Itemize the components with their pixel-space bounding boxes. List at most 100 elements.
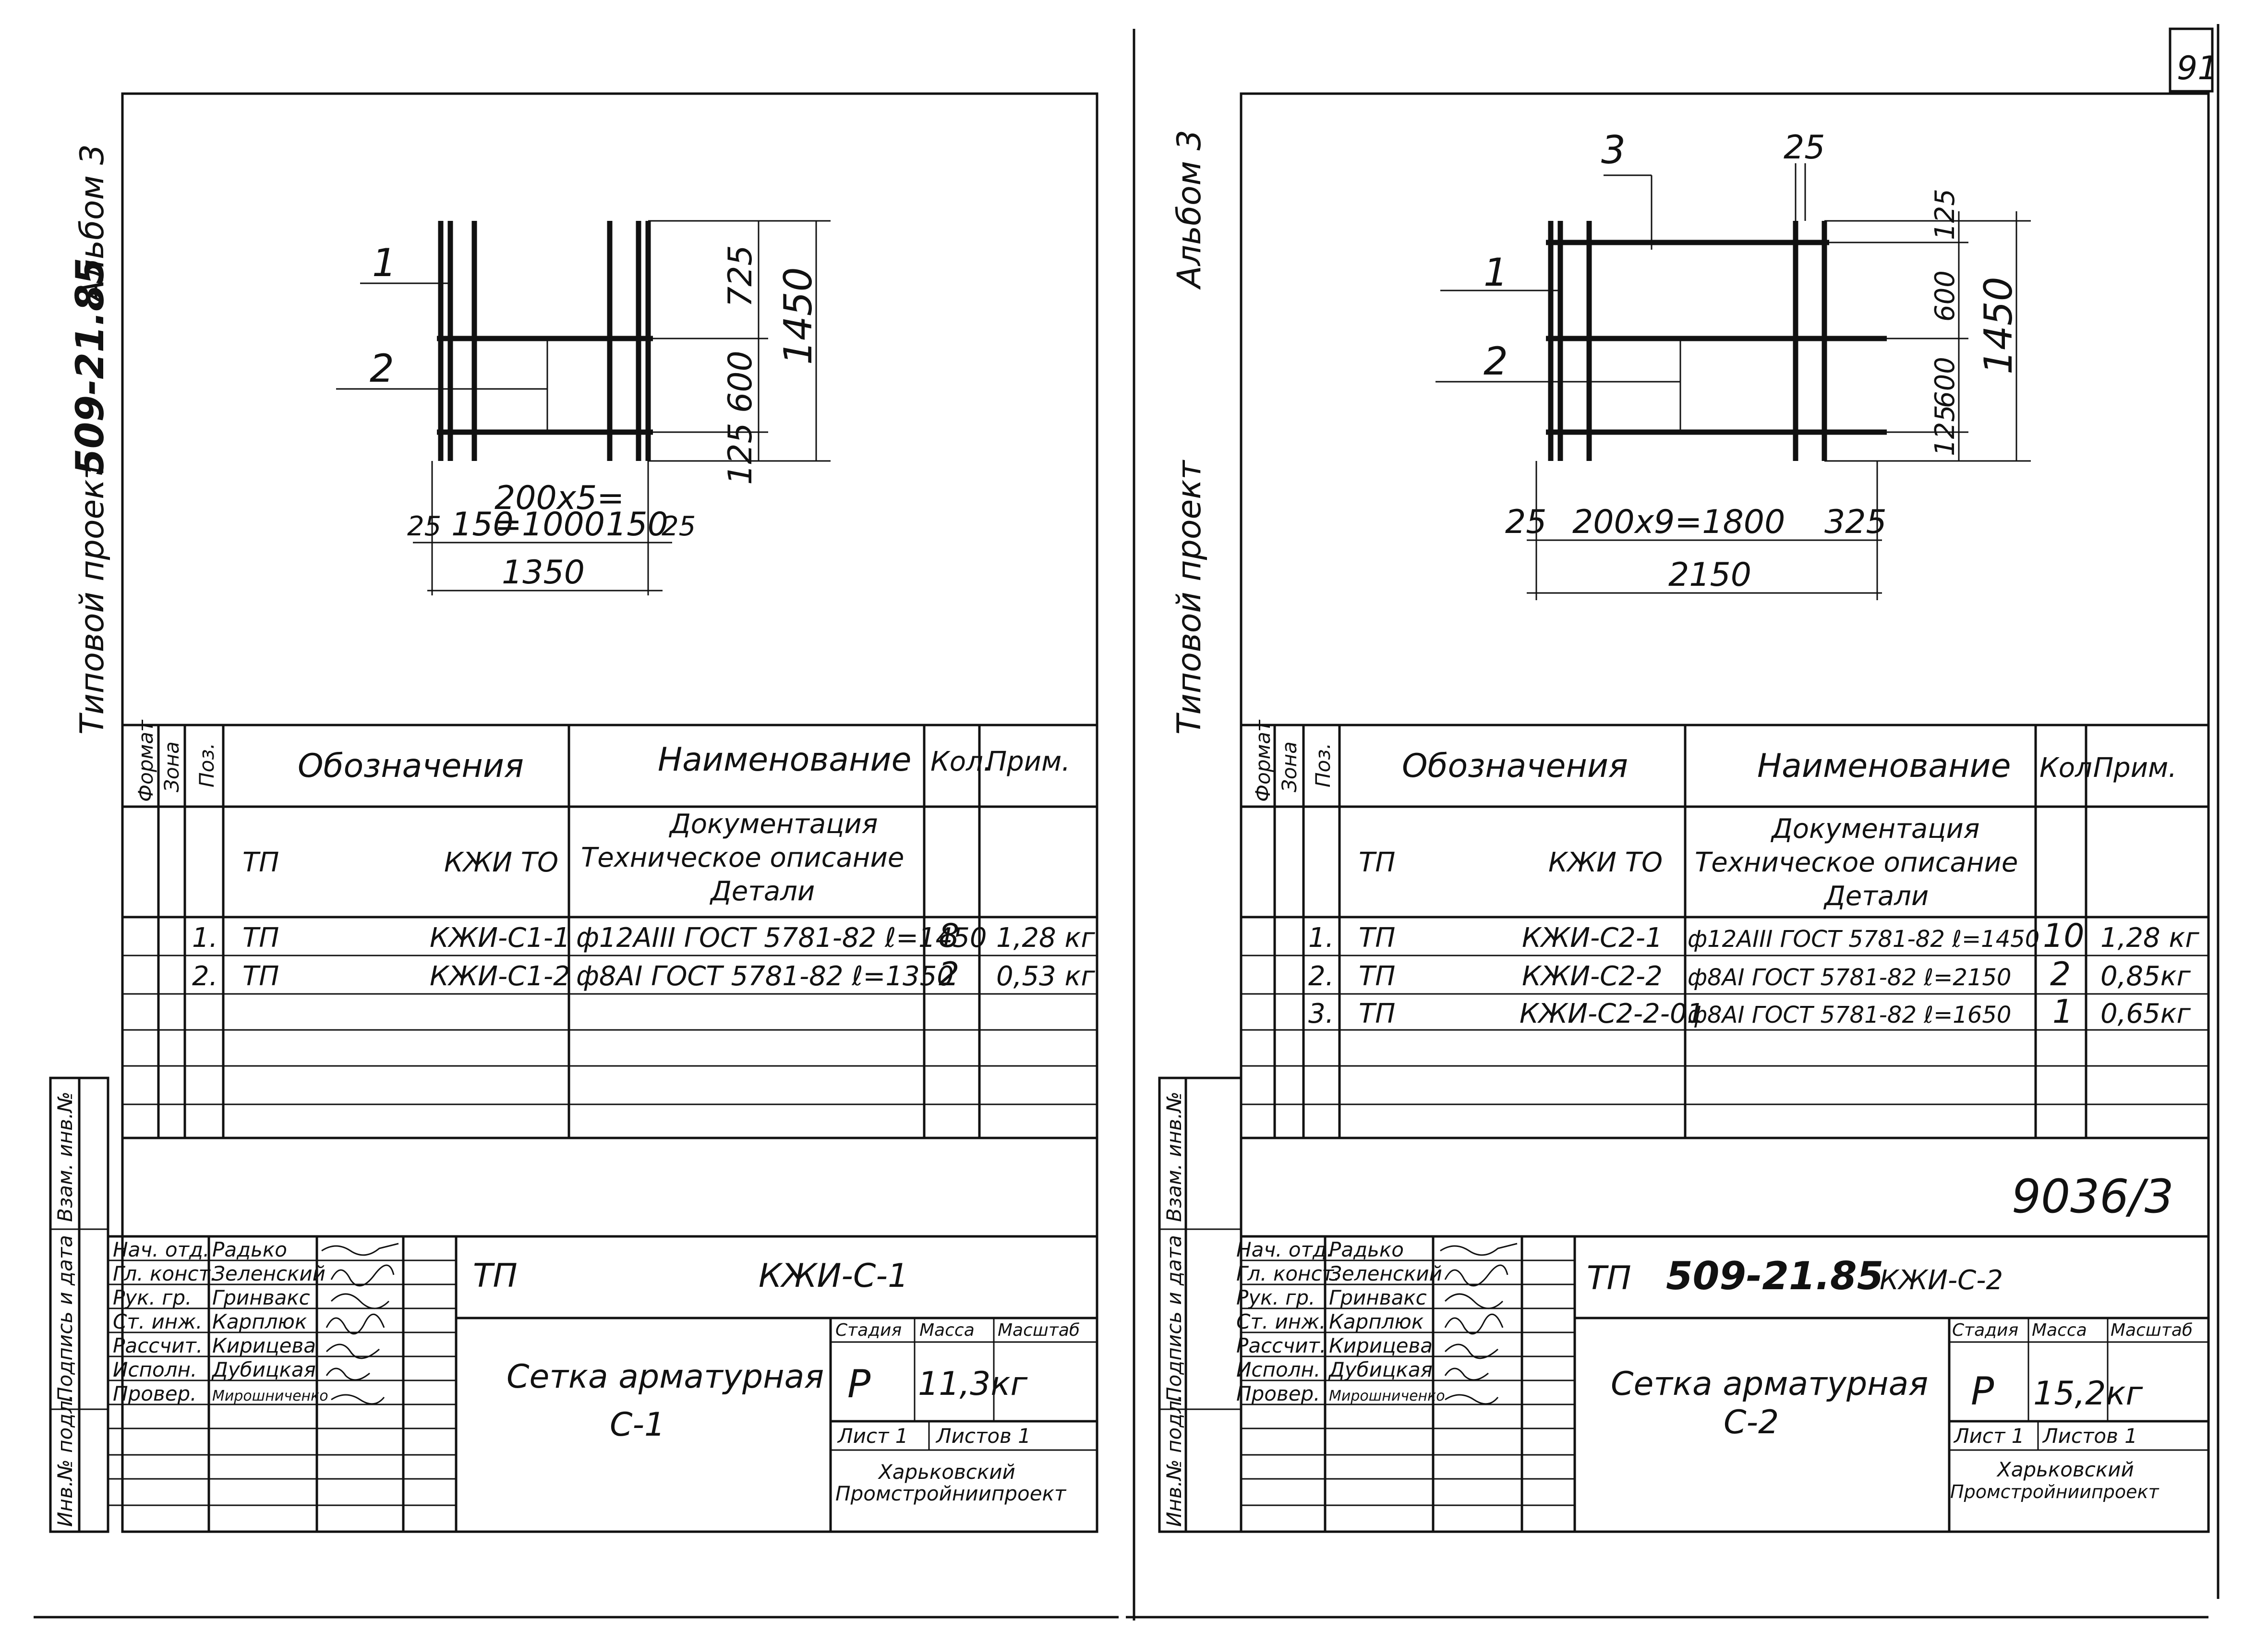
c2-doc-code: КЖИ ТО: [1548, 847, 1663, 878]
c1-name-4: Кирицева: [212, 1334, 316, 1357]
c2-role-4: Рассчит.: [1236, 1334, 1326, 1357]
c2-doc-name-2: Техническое описание: [1695, 847, 2018, 878]
c2-th-zone: Зона: [1278, 741, 1301, 792]
c1-th-name: Наименование: [658, 741, 911, 779]
c1-r1-code: КЖИ-С1-1: [430, 922, 570, 954]
c1-spec-table: Формат Зона Поз. Обозначения Наименовани…: [122, 719, 1097, 1139]
table-row: 3. ТП КЖИ-С2-2-01 ф8АI ГОСТ 5781-82 ℓ=16…: [1308, 993, 2191, 1031]
c2-name-0: Радько: [1329, 1238, 1404, 1261]
c2-scale-header: Масштаб: [2111, 1320, 2193, 1340]
page-number-box: [2169, 27, 2214, 93]
c2-r2-name: ф8АI ГОСТ 5781-82 ℓ=2150: [1688, 964, 2011, 991]
c2-title-block: Нач. отд. Гл. конст. Рук. гр. Ст. инж. Р…: [1236, 1235, 2208, 1532]
c1-r1-note: 1,28 кг: [996, 922, 1095, 954]
c2-stage-header: Стадия: [1952, 1320, 2018, 1340]
c2-dim-125-bot: 125: [1930, 405, 1961, 456]
c2-r2-qty: 2: [2050, 956, 2071, 993]
c2-stamp-code: 509-21.85: [1666, 1254, 1883, 1298]
c1-org-line1: Харьковский: [878, 1460, 1015, 1484]
c1-doc-name-1: Документация: [668, 809, 878, 840]
c1-org-line2: Промстройниипроект: [835, 1482, 1067, 1505]
c1-scale-header: Масштаб: [998, 1320, 1080, 1340]
c2-r1-name: ф12АIII ГОСТ 5781-82 ℓ=1450: [1688, 926, 2039, 953]
c2-dim-325: 325: [1824, 503, 1887, 541]
c2-sheets-total: Листов 1: [2042, 1424, 2137, 1448]
c2-th-name: Наименование: [1757, 747, 2011, 785]
c2-name-1: Зеленский: [1329, 1262, 1442, 1285]
c2-dim-25: 25: [1505, 503, 1547, 541]
c1-r2-tp: ТП: [242, 961, 279, 992]
c2-org-line1: Харьковский: [1996, 1458, 2134, 1481]
c1-stage-value: Р: [847, 1362, 871, 1406]
table-row: 2. ТП КЖИ-С2-2 ф8АI ГОСТ 5781-82 ℓ=2150 …: [1308, 956, 2191, 993]
c1-side-stamp: Инв.№ подл. Подпись и дата Взам. инв.№: [49, 1077, 109, 1533]
c2-role-5: Исполн.: [1236, 1358, 1320, 1381]
c1-dim-200x5: 200х5=: [495, 479, 624, 517]
c2-r3-code: КЖИ-С2-2-01: [1520, 998, 1704, 1029]
c1-side-inv: Инв.№ подл.: [53, 1394, 77, 1527]
table-row: 2. ТП КЖИ-С1-2 ф8АI ГОСТ 5781-82 ℓ=1350 …: [192, 956, 1095, 993]
c2-mass-header: Масса: [2032, 1320, 2087, 1340]
page-number: 91: [2177, 49, 2219, 87]
c1-pos-1-label: 1: [372, 241, 397, 285]
c2-spec-table: Формат Зона Поз. Обозначения Наименовани…: [1241, 719, 2208, 1139]
c2-doc-name-3: Детали: [1823, 881, 1929, 912]
c1-doc-name-2: Техническое описание: [581, 842, 904, 873]
c1-role-2: Рук. гр.: [113, 1286, 192, 1309]
c1-side-sign: Подпись и дата: [53, 1235, 77, 1402]
c1-th-qty: Кол.: [930, 746, 992, 777]
c2-stage-value: Р: [1971, 1369, 1994, 1414]
c2-dim-125-top: 125: [1930, 189, 1961, 240]
c2-r2-pos: 2.: [1308, 961, 1334, 992]
c1-r2-name: ф8АI ГОСТ 5781-82 ℓ=1350: [576, 961, 954, 992]
c1-name-5: Дубицкая: [211, 1358, 316, 1381]
c2-th-note: Прим.: [2093, 752, 2177, 784]
left-side-album-label: Альбом 3: [73, 144, 111, 304]
c2-stamp-tp: ТП: [1587, 1259, 1631, 1297]
left-frame: [121, 92, 1098, 1533]
c1-th-designation: Обозначения: [298, 747, 524, 785]
c2-r3-qty: 1: [2052, 993, 2073, 1031]
c1-dim-25-left: 25: [407, 511, 441, 542]
c1-stage-header: Стадия: [835, 1320, 902, 1340]
c2-dim-600-bot: 600: [1930, 357, 1961, 408]
c2-side-vzam: Взам. инв.№: [1162, 1091, 1186, 1222]
c1-r1-tp: ТП: [242, 922, 279, 954]
c1-name-6: Мирошниченко: [212, 1388, 328, 1404]
c2-r1-qty: 10: [2043, 917, 2085, 955]
c1-r2-code: КЖИ-С1-2: [430, 961, 570, 992]
c1-title-block: Нач. отд. Гл. конст. Рук. гр. Ст. инж. Р…: [108, 1235, 1097, 1532]
c1-r2-note: 0,53 кг: [996, 961, 1095, 992]
c1-pos-2-label: 2: [370, 346, 394, 391]
c1-dim-600: 600: [722, 351, 760, 413]
c1-dim-150-left: 150: [451, 506, 514, 544]
right-side-project-label: Типовой проект: [1170, 460, 1208, 735]
c1-th-pos: Поз.: [195, 743, 218, 787]
right-frame: [1240, 92, 2210, 1533]
c2-th-qty: Кол.: [2039, 752, 2101, 784]
c2-dim-25: 25: [1784, 129, 1825, 167]
c1-r1-pos: 1.: [192, 922, 217, 954]
c1-side-vzam: Взам. инв.№: [53, 1091, 77, 1222]
c1-name-3: Карплюк: [212, 1310, 307, 1333]
c2-side-stamp: Инв.№ подл. Подпись и дата Взам. инв.№: [1158, 1077, 1243, 1533]
c2-stamp-subtitle: С-2: [1724, 1403, 1779, 1441]
c2-r3-note: 0,65кг: [2100, 998, 2191, 1029]
c1-signatures: [321, 1243, 399, 1405]
c1-mass-header: Масса: [919, 1320, 975, 1340]
mesh-c1-drawing: 1 2 725 600 125 1450 200х5= 25 150 =1000…: [336, 220, 831, 595]
c1-th-format: Формат: [134, 719, 157, 802]
c2-name-4: Кирицева: [1329, 1334, 1433, 1357]
c2-doc-tp: ТП: [1359, 847, 1395, 878]
c2-mass-value: 15,2кг: [2033, 1375, 2143, 1413]
left-sheet: Типовой проект 509-21.85 Альбом 3 1 2: [49, 92, 1098, 1533]
c1-stamp-title: Сетка арматурная: [507, 1358, 824, 1396]
c1-sheet-no: Лист 1: [837, 1424, 908, 1448]
c1-mass-value: 11,3кг: [918, 1365, 1028, 1403]
c1-stamp-subtitle: С-1: [610, 1406, 665, 1444]
c1-doc-tp: ТП: [242, 847, 279, 878]
c1-dim-150-right: 150: [606, 506, 668, 544]
c1-role-5: Исполн.: [113, 1358, 197, 1381]
c2-side-inv: Инв.№ подл.: [1162, 1394, 1186, 1527]
